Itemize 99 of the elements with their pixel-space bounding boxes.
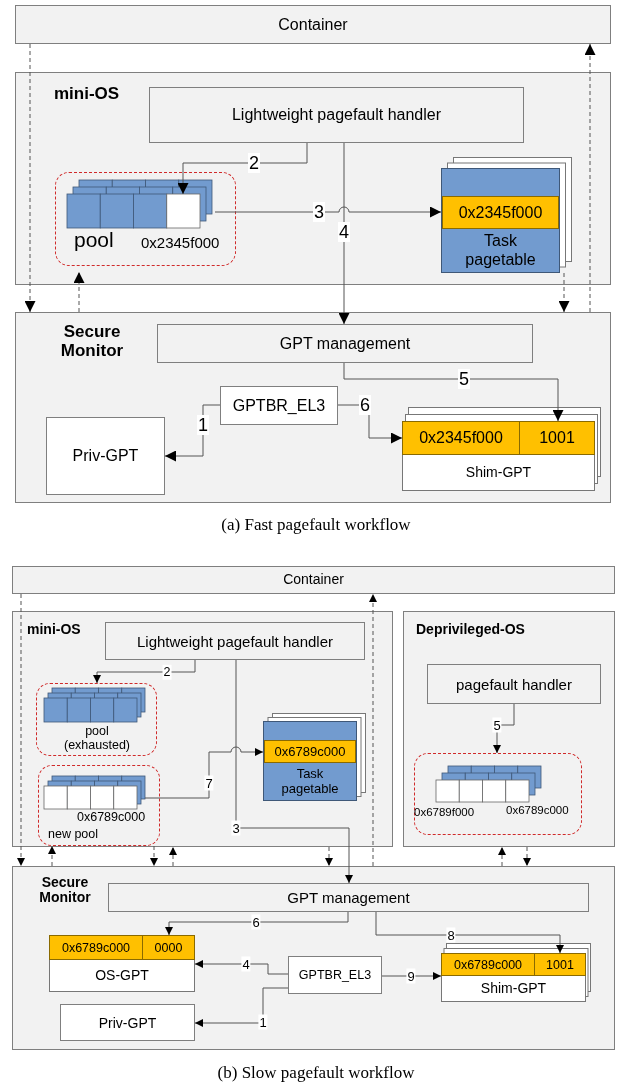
table-name: Task pagetable — [280, 766, 340, 797]
panel-title: mini-OS — [54, 85, 120, 104]
panel-title: Secure Monitor — [59, 323, 125, 361]
process-box — [108, 883, 589, 912]
arrow — [337, 404, 403, 444]
process-box — [157, 324, 533, 363]
dashed-pool-region — [55, 172, 236, 266]
address-cell: 0x2345f000 — [402, 421, 520, 455]
dashed-arrow — [523, 846, 531, 867]
pool-label: pool — [74, 228, 114, 252]
step-number: 3 — [231, 820, 241, 836]
figure-caption: (b) Slow pagefault workflow — [217, 1063, 415, 1083]
arrow — [493, 703, 515, 754]
dashed-pool-region — [36, 683, 157, 756]
step-number: 9 — [406, 968, 416, 984]
panel-title: Deprivileged-OS — [416, 622, 525, 638]
panel-title: Secure Monitor — [38, 875, 92, 906]
step-number: 5 — [458, 369, 470, 389]
process-box — [427, 664, 601, 704]
dashed-pool-region — [414, 753, 582, 835]
arrow — [338, 142, 350, 325]
arrow — [93, 659, 196, 684]
dashed-arrow — [169, 846, 177, 867]
layer-panel — [15, 312, 611, 503]
dashed-arrow — [325, 846, 333, 867]
panel-title: Container — [282, 572, 345, 588]
address-cell: 0x6789c000 — [264, 740, 356, 763]
box-label: Priv-GPT — [72, 447, 139, 465]
step-number: 7 — [204, 775, 214, 791]
dashed-arrow — [558, 272, 570, 313]
box-label: Lightweight pagefault handler — [231, 106, 441, 124]
panel-title: mini-OS — [27, 622, 81, 638]
table-name: Task pagetable — [464, 232, 537, 269]
address-label: 0x6789c000 — [77, 811, 146, 825]
process-box — [220, 386, 338, 425]
step-number: 8 — [446, 927, 456, 943]
box-label: GPTBR_EL3 — [298, 968, 372, 982]
pool-label: new pool — [48, 828, 99, 842]
box-label: Priv-GPT — [98, 1014, 157, 1031]
arrow — [144, 746, 264, 799]
layer-panel — [403, 611, 615, 847]
arrow — [235, 659, 353, 884]
pool-label: pool (exhausted) — [63, 725, 131, 753]
dashed-arrow — [48, 845, 56, 867]
box-label: GPTBR_EL3 — [232, 396, 326, 415]
figure-caption: (a) Fast pagefault workflow — [221, 515, 411, 535]
box-label: GPT management — [279, 334, 411, 353]
address-label: 0x2345f000 — [141, 235, 220, 252]
dashed-arrow — [498, 846, 506, 867]
process-box — [149, 87, 524, 143]
arrow — [194, 960, 289, 975]
permission-bits-cell: 0000 — [143, 935, 195, 960]
layer-panel — [12, 611, 393, 847]
table-name: OS-GPT — [95, 967, 149, 984]
arrow — [214, 206, 442, 218]
dashed-arrow — [584, 43, 596, 313]
step-number: 3 — [313, 202, 325, 222]
panel-title: Container — [277, 15, 349, 34]
layer-panel — [12, 866, 615, 1050]
step-number: 4 — [241, 956, 251, 972]
step-number: 5 — [492, 717, 502, 733]
step-number: 6 — [251, 914, 261, 930]
dashed-arrow — [150, 845, 158, 867]
arrow — [381, 972, 442, 980]
step-number: 4 — [338, 222, 350, 242]
arrow — [177, 142, 308, 195]
permission-bits-cell: 1001 — [520, 421, 595, 455]
box-label: pagefault handler — [456, 675, 572, 693]
dashed-arrow — [73, 271, 85, 313]
dashed-arrow — [369, 593, 377, 867]
table-name: Shim-GPT — [465, 464, 532, 481]
address-cell: 0x6789c000 — [441, 953, 535, 976]
box-label: Lightweight pagefault handler — [137, 632, 333, 650]
step-number: 1 — [258, 1014, 268, 1030]
process-box — [288, 956, 382, 994]
step-number: 6 — [359, 395, 371, 415]
address-cell: 0x6789c000 — [49, 935, 143, 960]
address-label: 0x6789f000 — [414, 806, 475, 819]
process-box — [60, 1004, 195, 1041]
dashed-arrow — [17, 593, 25, 867]
layer-panel — [12, 566, 615, 594]
arrow — [343, 362, 564, 422]
address-label: 0x6789c000 — [506, 804, 569, 817]
address-cell: 0x2345f000 — [442, 196, 559, 229]
arrow — [165, 911, 349, 936]
permission-bits-cell: 1001 — [535, 953, 586, 976]
arrow — [194, 987, 289, 1027]
layer-panel — [15, 5, 611, 44]
step-number: 2 — [248, 153, 260, 173]
process-box — [46, 417, 165, 495]
layer-panel — [15, 72, 611, 285]
dashed-pool-region — [38, 765, 160, 846]
arrow — [375, 911, 564, 954]
step-number: 1 — [197, 415, 209, 435]
box-label: GPT management — [287, 889, 410, 906]
step-number: 2 — [162, 664, 172, 680]
dashed-arrow — [24, 43, 36, 313]
table-name: Shim-GPT — [480, 980, 547, 997]
process-box — [105, 622, 365, 660]
